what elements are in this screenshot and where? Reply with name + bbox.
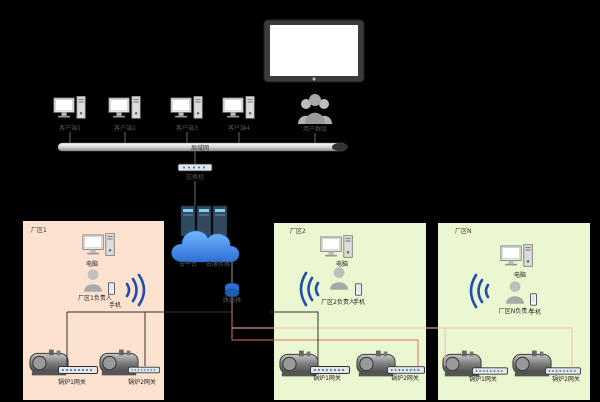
- zone-1-person-icon: 厂区1负责人: [78, 269, 112, 302]
- zone-2-gateway-1: 锅炉1网关: [310, 366, 350, 382]
- zone-n-person-label: 厂区N负责人: [499, 307, 534, 315]
- zone-2-wifi-icon: [299, 271, 320, 307]
- server-rack: [180, 205, 228, 237]
- user-group-icon: 用户群组: [298, 94, 332, 133]
- workstation-2: 客户端2: [108, 96, 141, 132]
- workstation-label: 客户端2: [114, 124, 136, 132]
- zone-2-gateway-2: 锅炉2网关: [387, 366, 425, 382]
- workstation-label: 客户端3: [176, 124, 198, 132]
- zone-2-gateway-2-label: 锅炉2网关: [391, 374, 419, 382]
- zone-n-phone-label: 手机: [529, 308, 541, 316]
- zone-n-pc: 电脑: [500, 244, 533, 279]
- zone-1-phone-label: 手机: [109, 301, 121, 309]
- display-monitor: [263, 19, 365, 83]
- zone-1-pc-label: 电脑: [86, 260, 98, 268]
- router-label: 路由器: [223, 296, 241, 304]
- zone-1-pc: 电脑: [82, 233, 115, 268]
- zone-n-title: 厂区N: [455, 228, 472, 235]
- zone-2-gateway-1-label: 锅炉1网关: [313, 374, 341, 382]
- zone-1-gateway-2-label: 锅炉2网关: [128, 378, 156, 386]
- zone-2-title: 厂区2: [290, 228, 306, 235]
- core-switch: 交换机: [177, 163, 213, 181]
- zone-1-wiring: [66, 311, 232, 366]
- server-label: 云服务器: [206, 260, 230, 268]
- zone-n-gateway-2: 锅炉2网关: [545, 367, 581, 383]
- user-group-label: 用户群组: [303, 125, 327, 133]
- workstation-4: 客户端4: [222, 96, 255, 132]
- zone-n-gateway-1: 锅炉1网关: [469, 367, 508, 383]
- zone-n: 厂区N 电脑 厂区N负责人 手机 锅炉1网关 锅炉2网关: [438, 223, 590, 400]
- zone-1-wifi-icon: [125, 273, 146, 307]
- workstation-label: 客户端4: [228, 124, 250, 132]
- zone-n-gateway-1-label: 锅炉1网关: [469, 375, 497, 383]
- monitor-caption: 大屏幕: [305, 86, 323, 94]
- switch-label: 交换机: [186, 173, 204, 181]
- workstation-label: 客户端1: [59, 124, 81, 132]
- zone-2-person-label: 厂区2负责人: [321, 298, 355, 306]
- cloud-label: 云平台: [179, 260, 197, 268]
- workstation-links: [69, 132, 316, 143]
- workstation-1: 客户端1: [53, 96, 86, 132]
- backbone-label: 局域网: [191, 144, 209, 152]
- zone-1-gateway-1-label: 锅炉1网关: [58, 378, 86, 386]
- zone-2-pc-label: 电脑: [336, 260, 348, 268]
- zone-n-person-icon: 厂区N负责人: [499, 281, 534, 315]
- zone-1-title: 厂区1: [31, 227, 47, 234]
- zone-2-person-icon: 厂区2负责人: [321, 267, 355, 306]
- cloud-icon: 云平台 云服务器: [171, 230, 240, 268]
- zone-n-wifi-icon: [469, 273, 490, 309]
- zone-1-gateway-1: 锅炉1网关: [58, 366, 98, 386]
- zone-2-phone-icon: 手机: [353, 283, 365, 306]
- zone-1-phone-icon: 手机: [108, 282, 121, 309]
- router-icon: 路由器: [223, 282, 241, 304]
- zone-1-gateway-2: 锅炉2网关: [128, 366, 160, 386]
- zone-1-person-label: 厂区1负责人: [78, 294, 112, 302]
- zone-1: 厂区1 电脑 厂区1负责人 手机 锅炉1网关 锅炉2网关: [23, 221, 232, 400]
- zone-n-pc-label: 电脑: [514, 271, 526, 279]
- lan-backbone: 局域网: [57, 142, 348, 152]
- zone-n-gateway-2-label: 锅炉2网关: [552, 375, 580, 383]
- zone-2-pc: 电脑: [320, 235, 353, 268]
- zone-2-phone-label: 手机: [353, 298, 365, 306]
- zone-n-phone-icon: 手机: [529, 293, 541, 316]
- workstation-3: 客户端3: [170, 96, 203, 132]
